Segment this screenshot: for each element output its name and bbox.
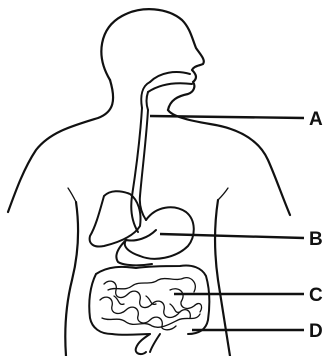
torso-right-side xyxy=(215,200,230,356)
mouth-cavity xyxy=(148,72,192,92)
small-intestine xyxy=(100,278,202,330)
pharynx xyxy=(141,82,150,110)
leader-line-a xyxy=(150,116,304,118)
neck-shoulder-left xyxy=(8,80,113,212)
torso-left-side xyxy=(65,202,78,356)
label-a: A xyxy=(309,109,323,130)
label-d: D xyxy=(309,321,323,342)
label-b: B xyxy=(309,229,323,250)
label-c: C xyxy=(309,285,323,306)
head-outline xyxy=(101,9,203,110)
armpit-left xyxy=(68,188,76,202)
armpit-right xyxy=(218,188,228,200)
rectum xyxy=(136,334,160,354)
neck-shoulder-right xyxy=(168,110,290,215)
leader-line-b xyxy=(160,234,304,238)
